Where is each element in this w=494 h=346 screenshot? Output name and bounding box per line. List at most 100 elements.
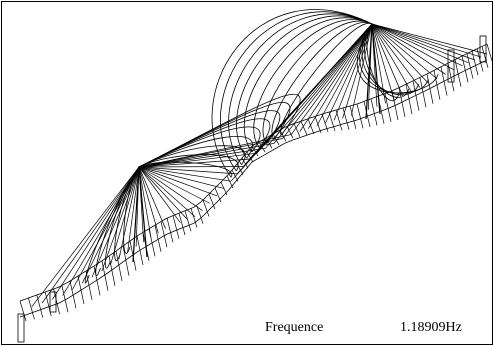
deck-cross-frame xyxy=(122,245,130,276)
deck-cross-frame xyxy=(342,107,350,130)
stay-cable-right-main xyxy=(371,23,403,96)
end-support-3 xyxy=(479,35,487,63)
deck-cross-frame xyxy=(251,145,259,157)
stay-cable-right-main xyxy=(371,23,412,92)
stay-cable-right-main xyxy=(371,23,481,58)
deck-cross-frame xyxy=(166,217,174,243)
deck-cross-frame xyxy=(160,221,168,248)
deformed-cable-loop-right xyxy=(211,9,373,178)
stay-cable-right-main xyxy=(371,23,446,75)
deck-cross-frame xyxy=(328,111,336,132)
deformed-cable-loop-left xyxy=(138,161,233,178)
deck-cross-frame xyxy=(486,43,492,62)
stay-cable-right-main xyxy=(371,23,469,64)
deformed-cable-loop-right xyxy=(253,19,373,149)
stay-cable-left-back xyxy=(127,166,140,253)
stay-cable-right-back xyxy=(308,23,373,129)
deformed-cable-loop-left-outer xyxy=(114,166,140,262)
deformed-cable-loop-right xyxy=(262,20,373,144)
deck-cross-frame xyxy=(28,297,35,320)
stay-cable-left-back xyxy=(101,166,140,272)
stay-cable-right-main xyxy=(371,23,395,101)
deformed-cable-loop-right xyxy=(244,17,373,153)
deformed-cable-loops-layer xyxy=(84,9,439,284)
deck-cross-frame xyxy=(300,121,308,136)
deck-cross-frame xyxy=(19,300,27,322)
deformed-cable-loop-left xyxy=(138,154,239,172)
deck-cross-frame xyxy=(36,294,44,318)
deck-cross-frame xyxy=(412,80,420,111)
deck-cross-frame xyxy=(293,123,301,137)
deck-cross-frame xyxy=(384,93,392,123)
deformed-cable-loop-left xyxy=(138,93,301,168)
deformed-cable-loop-right xyxy=(236,15,373,159)
stay-cable-left-back xyxy=(138,166,159,234)
stay-cable-right-main xyxy=(371,23,421,88)
stay-cable-left-back xyxy=(138,166,152,238)
tower-right-leg xyxy=(365,23,373,120)
deck-cross-frame xyxy=(272,133,280,145)
deck-cross-frame xyxy=(454,59,462,87)
deck-cross-frame xyxy=(481,46,489,68)
stay-cable-left-main xyxy=(138,166,238,175)
stay-cable-left-main xyxy=(138,166,244,168)
stay-cable-right-back xyxy=(282,23,373,139)
stay-cable-left-main xyxy=(138,134,292,168)
stay-cable-left-back xyxy=(118,166,140,259)
deck-cross-frame xyxy=(53,288,60,315)
deck-cross-frame xyxy=(307,118,315,135)
stay-cable-left-main xyxy=(138,166,218,197)
deformed-cable-loop-right xyxy=(271,22,373,140)
deck-cross-frame xyxy=(370,98,378,126)
deck-cross-frame xyxy=(136,235,144,266)
stay-cable-left-back xyxy=(81,166,140,284)
deck-cross-frame xyxy=(314,116,322,134)
deck-cross-frame xyxy=(154,225,162,252)
deck-cross-frame xyxy=(202,199,210,217)
end-support-0 xyxy=(17,313,25,343)
deformed-cable-loop-left-outer xyxy=(84,166,140,284)
deck-cross-frame xyxy=(231,169,239,182)
deformed-cable-loop-right-outer xyxy=(356,23,439,94)
deck-cross-frame xyxy=(115,250,123,282)
deck-cross-frame xyxy=(433,70,441,100)
deck-cross-frame xyxy=(471,51,479,76)
stay-cable-left-main xyxy=(138,166,196,218)
end-support-2 xyxy=(447,49,455,83)
deck-cross-frame xyxy=(184,210,192,232)
deck-cross-frame xyxy=(172,215,180,239)
deck-cross-frame xyxy=(405,84,413,115)
tower-layer xyxy=(17,23,487,343)
deck-cross-frame xyxy=(349,105,357,130)
stay-cable-left-back xyxy=(41,166,140,304)
deformed-cable-loop-right xyxy=(219,11,373,172)
deck-cross-frame xyxy=(447,63,455,92)
deformed-cable-loop-left-outer xyxy=(123,166,140,254)
stay-cable-right-main xyxy=(371,23,475,61)
deck-cross-frame xyxy=(398,87,406,118)
frequency-value: 1.18909Hz xyxy=(400,320,462,335)
stay-cables-layer xyxy=(31,23,488,308)
deck-cross-frame xyxy=(440,66,448,96)
deck-cross-frame xyxy=(208,193,216,210)
stay-cable-left-main xyxy=(138,166,188,220)
deck-bottom-chord xyxy=(19,59,488,318)
deformed-cable-loop-right-outer xyxy=(359,23,429,94)
stay-cable-left-back xyxy=(72,166,140,290)
deck-cross-frame xyxy=(419,77,427,108)
stay-cable-left-main xyxy=(138,166,203,211)
deck-cross-frame xyxy=(61,285,69,313)
stay-cable-right-main xyxy=(371,23,463,67)
frequency-label: Frequence xyxy=(265,320,324,335)
stay-cable-left-main xyxy=(138,143,275,168)
stay-cable-left-main xyxy=(138,166,181,223)
stay-cable-right-main xyxy=(371,23,429,84)
stay-cable-right-main xyxy=(371,23,455,71)
deck-cross-frame xyxy=(279,129,287,142)
deformed-cable-loop-right xyxy=(228,13,373,165)
deformed-cable-loop-left xyxy=(138,136,253,168)
deck-cross-frame xyxy=(214,187,222,203)
deck-cross-frame xyxy=(196,205,204,224)
stay-cable-right-back xyxy=(230,23,373,182)
deck-cross-frame xyxy=(178,213,186,236)
